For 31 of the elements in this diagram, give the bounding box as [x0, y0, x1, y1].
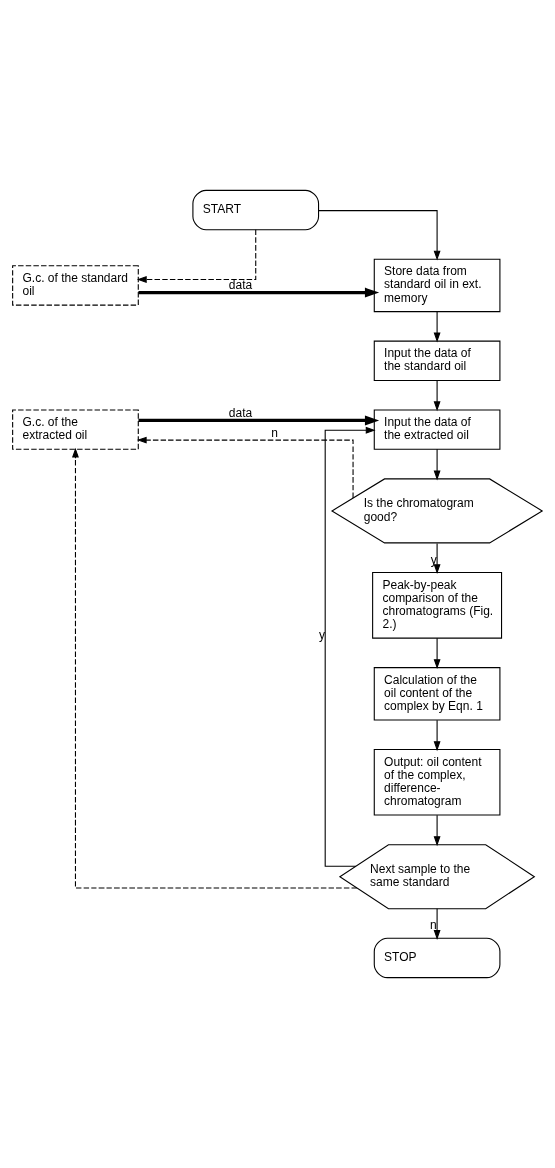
node-box: Store data from standard oil in ext. memory [373, 258, 501, 313]
edge-label: data [228, 405, 253, 420]
arrow [433, 542, 441, 575]
edge-label: y [430, 552, 437, 567]
node-box: Peak-by-peak comparison of the chromatograms (Fig. 2.) [372, 572, 503, 639]
edge-label: data [228, 278, 253, 293]
arrow [136, 436, 354, 499]
edge-label: n [429, 918, 437, 933]
node-box: G.c. of the extracted oil [12, 409, 139, 450]
arrow [318, 210, 441, 261]
node-box: G.c. of the standard oil [12, 265, 139, 306]
arrow [138, 415, 380, 426]
arrow [433, 448, 441, 481]
node-box: Output: oil content of the complex, difference-chromatogram [373, 748, 501, 816]
edge-label: y [318, 628, 325, 643]
arrow [433, 814, 441, 847]
arrow [433, 908, 441, 940]
arrow [72, 447, 358, 889]
arrow [324, 426, 376, 867]
arrow [433, 637, 441, 670]
node-box: Input the data of the standard oil [373, 340, 501, 381]
arrow [433, 380, 441, 412]
arrow [138, 287, 380, 298]
arrow [433, 719, 441, 752]
edge-label: n [271, 425, 279, 440]
node-box: Input the data of the extracted oil [373, 409, 501, 450]
node-box: Calculation of the oil content of the complex by Eqn. 1 [373, 667, 501, 721]
arrow [136, 229, 257, 283]
node-box: STOP [373, 937, 501, 979]
node-box: START [192, 189, 320, 231]
arrow [433, 311, 441, 343]
